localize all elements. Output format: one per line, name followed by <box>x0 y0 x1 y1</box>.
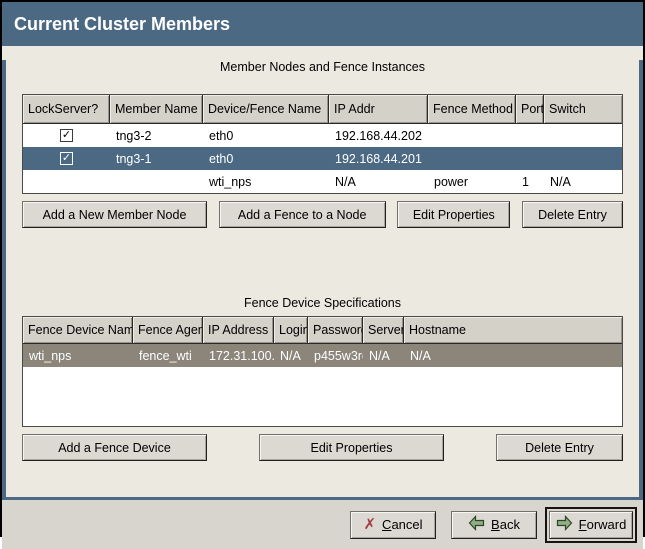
wizard-action-bar: ✗ Cancel Back Forward <box>2 500 643 549</box>
fence-table-caption: Fence Device Specifications <box>243 296 402 310</box>
member-edit-properties-button[interactable]: Edit Properties <box>397 201 511 228</box>
member-row-wti-nps[interactable]: wti_nps N/A power 1 N/A <box>23 170 622 193</box>
check-icon: ✓ <box>61 152 72 164</box>
check-icon: ✓ <box>61 129 72 141</box>
ip-addr-cell: 192.168.44.202 <box>335 128 422 143</box>
hostname-cell: N/A <box>410 348 431 363</box>
col-header-fence-method[interactable]: Fence Method <box>428 95 516 123</box>
member-name-cell: tng3-1 <box>116 151 152 166</box>
cancel-label: Cancel <box>382 517 423 532</box>
fence-edit-properties-button[interactable]: Edit Properties <box>259 434 444 461</box>
member-table-header: LockServer? Member Name Device/Fence Nam… <box>23 95 622 124</box>
col-header-ip-address[interactable]: IP Address <box>203 317 274 343</box>
lockserver-checkbox-checked[interactable]: ✓ <box>60 129 73 142</box>
col-header-password[interactable]: Password <box>308 317 363 343</box>
port-cell: 1 <box>522 174 529 189</box>
forward-button[interactable]: Forward <box>549 510 633 539</box>
col-header-hostname[interactable]: Hostname <box>404 317 622 343</box>
password-cell: p455w3rd <box>314 348 363 363</box>
fence-button-row: Add a Fence Device Edit Properties Delet… <box>22 434 623 461</box>
lockserver-checkbox-checked[interactable]: ✓ <box>60 152 73 165</box>
device-fence-name-cell: eth0 <box>209 128 234 143</box>
back-label: Back <box>491 517 520 532</box>
fence-method-cell: power <box>434 174 469 189</box>
druid-page-frame: Member Nodes and Fence Instances LockSer… <box>2 60 643 500</box>
ip-addr-cell: 192.168.44.201 <box>335 151 422 166</box>
lockserver-cell: ✓ <box>23 129 110 142</box>
fence-delete-entry-button[interactable]: Delete Entry <box>496 434 623 461</box>
member-nodes-table: LockServer? Member Name Device/Fence Nam… <box>22 94 623 194</box>
ip-address-cell: 172.31.100.1 <box>209 348 274 363</box>
cancel-x-icon: ✗ <box>363 516 377 533</box>
forward-label: Forward <box>578 517 627 532</box>
fence-row-wti-nps-selected[interactable]: wti_nps fence_wti 172.31.100.1 N/A p455w… <box>23 344 622 367</box>
fence-agent-cell: fence_wti <box>139 348 192 363</box>
page-content: Member Nodes and Fence Instances LockSer… <box>6 60 639 461</box>
default-button-ring: Forward <box>545 506 637 543</box>
member-table-caption: Member Nodes and Fence Instances <box>220 60 425 74</box>
add-member-node-button[interactable]: Add a New Member Node <box>22 201 207 228</box>
server-cell: N/A <box>369 348 390 363</box>
switch-cell: N/A <box>550 174 571 189</box>
col-header-server[interactable]: Server <box>363 317 404 343</box>
member-name-cell: tng3-2 <box>116 128 152 143</box>
member-button-row: Add a New Member Node Add a Fence to a N… <box>22 201 623 228</box>
col-header-switch[interactable]: Switch <box>544 95 622 123</box>
fence-device-table: Fence Device Name Fence Agent IP Address… <box>22 316 623 427</box>
fence-device-name-cell: wti_nps <box>29 348 72 363</box>
member-row-tng3-2[interactable]: ✓ tng3-2 eth0 192.168.44.202 <box>23 124 622 147</box>
member-delete-entry-button[interactable]: Delete Entry <box>521 201 623 228</box>
back-arrow-icon <box>468 514 485 534</box>
col-header-fence-device-name[interactable]: Fence Device Name <box>23 317 133 343</box>
col-header-fence-agent[interactable]: Fence Agent <box>133 317 203 343</box>
page-title: Current Cluster Members <box>2 2 643 46</box>
back-button[interactable]: Back <box>451 510 537 539</box>
fence-table-header: Fence Device Name Fence Agent IP Address… <box>23 317 622 344</box>
col-header-device-fence-name[interactable]: Device/Fence Name <box>203 95 329 123</box>
add-fence-device-button[interactable]: Add a Fence Device <box>22 434 207 461</box>
member-row-tng3-1-selected[interactable]: ✓ tng3-1 eth0 192.168.44.201 <box>23 147 622 170</box>
device-fence-name-cell: wti_nps <box>209 174 252 189</box>
cancel-button[interactable]: ✗ Cancel <box>350 510 436 539</box>
login-cell: N/A <box>280 348 301 363</box>
ip-addr-cell: N/A <box>335 174 356 189</box>
lockserver-cell: ✓ <box>23 152 110 165</box>
fence-table-empty-area <box>23 367 622 426</box>
col-header-member-name[interactable]: Member Name <box>110 95 203 123</box>
col-header-ip-addr[interactable]: IP Addr <box>329 95 428 123</box>
col-header-login[interactable]: Login <box>274 317 308 343</box>
device-fence-name-cell: eth0 <box>209 151 234 166</box>
add-fence-to-node-button[interactable]: Add a Fence to a Node <box>218 201 386 228</box>
col-header-lockserver[interactable]: LockServer? <box>23 95 110 123</box>
forward-arrow-icon <box>556 514 573 534</box>
col-header-port[interactable]: Port <box>516 95 544 123</box>
